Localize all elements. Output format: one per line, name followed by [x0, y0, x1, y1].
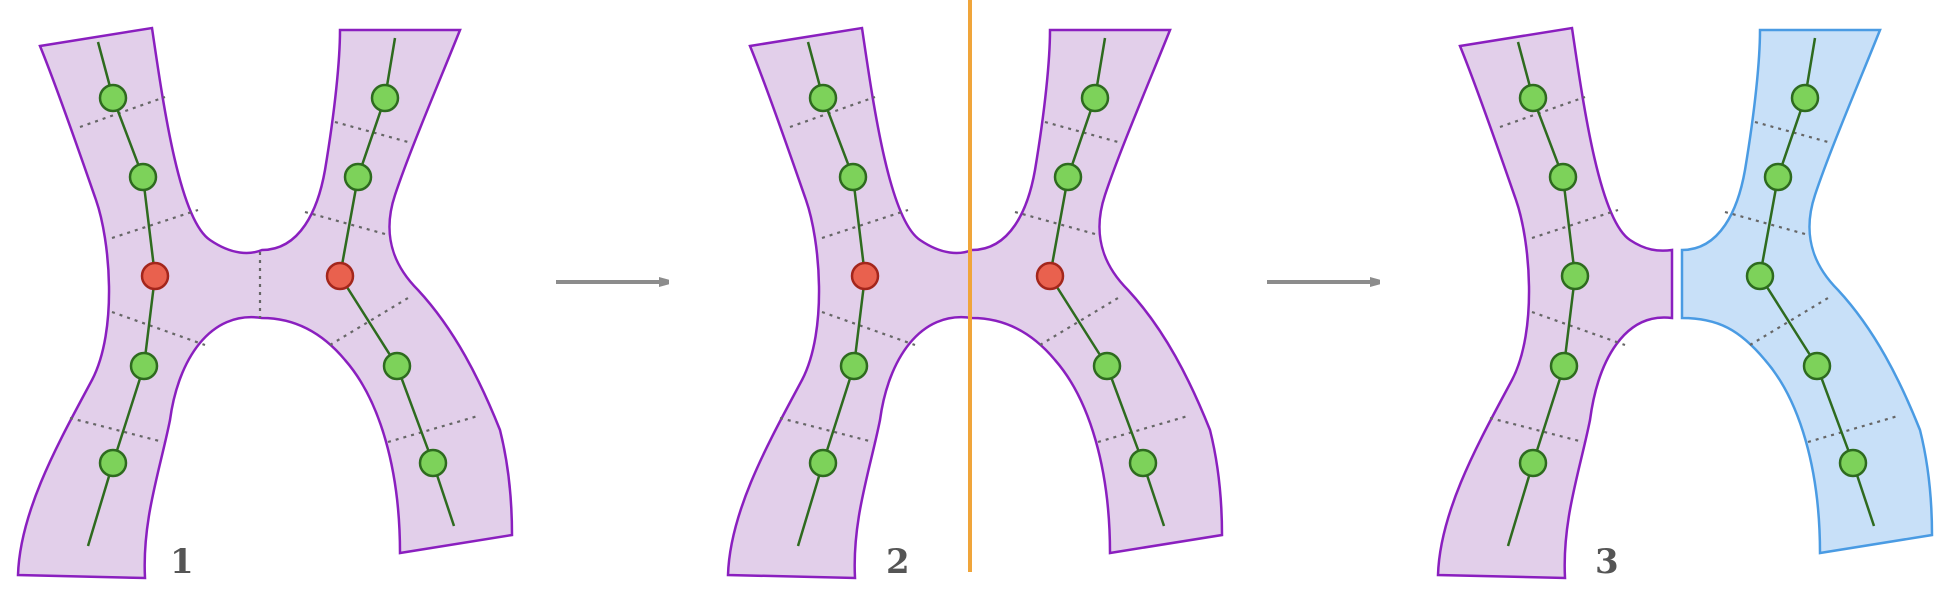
node — [1763, 162, 1793, 192]
node — [128, 162, 158, 192]
node — [382, 351, 412, 381]
node — [418, 448, 448, 478]
node — [1518, 83, 1548, 113]
panel-3-right-band — [1680, 28, 1934, 555]
panel-1-nodes — [98, 83, 448, 478]
panel-label: 2 — [886, 542, 910, 582]
panel-3-left-band — [1436, 26, 1674, 580]
node — [839, 351, 869, 381]
node — [1549, 351, 1579, 381]
node — [1518, 448, 1548, 478]
panel-label: 3 — [1595, 542, 1619, 582]
node — [838, 162, 868, 192]
panel-2-band — [726, 26, 1224, 580]
panel-1-sections — [69, 95, 479, 444]
panel-3: 3 — [1436, 26, 1934, 582]
panel-2: 2 — [726, 0, 1224, 582]
node — [370, 83, 400, 113]
node — [1092, 351, 1122, 381]
panel-1-band — [16, 26, 514, 580]
node — [1745, 261, 1775, 291]
node-junction — [140, 261, 170, 291]
node — [1802, 351, 1832, 381]
node — [98, 83, 128, 113]
node — [1838, 448, 1868, 478]
node — [1053, 162, 1083, 192]
node — [1548, 162, 1578, 192]
node-junction — [325, 261, 355, 291]
node — [343, 162, 373, 192]
panel-2-nodes — [808, 83, 1158, 478]
node — [129, 351, 159, 381]
node — [98, 448, 128, 478]
node — [1080, 83, 1110, 113]
panel-3-nodes — [1518, 83, 1868, 478]
node-junction — [850, 261, 880, 291]
panel-label: 1 — [170, 542, 194, 582]
node — [1790, 83, 1820, 113]
panel-3-sections — [1489, 95, 1899, 444]
node — [1560, 261, 1590, 291]
node — [1128, 448, 1158, 478]
panel-1: 1 — [16, 26, 514, 582]
node — [808, 448, 838, 478]
node-junction — [1035, 261, 1065, 291]
node — [808, 83, 838, 113]
panel-2-sections — [779, 95, 1189, 444]
